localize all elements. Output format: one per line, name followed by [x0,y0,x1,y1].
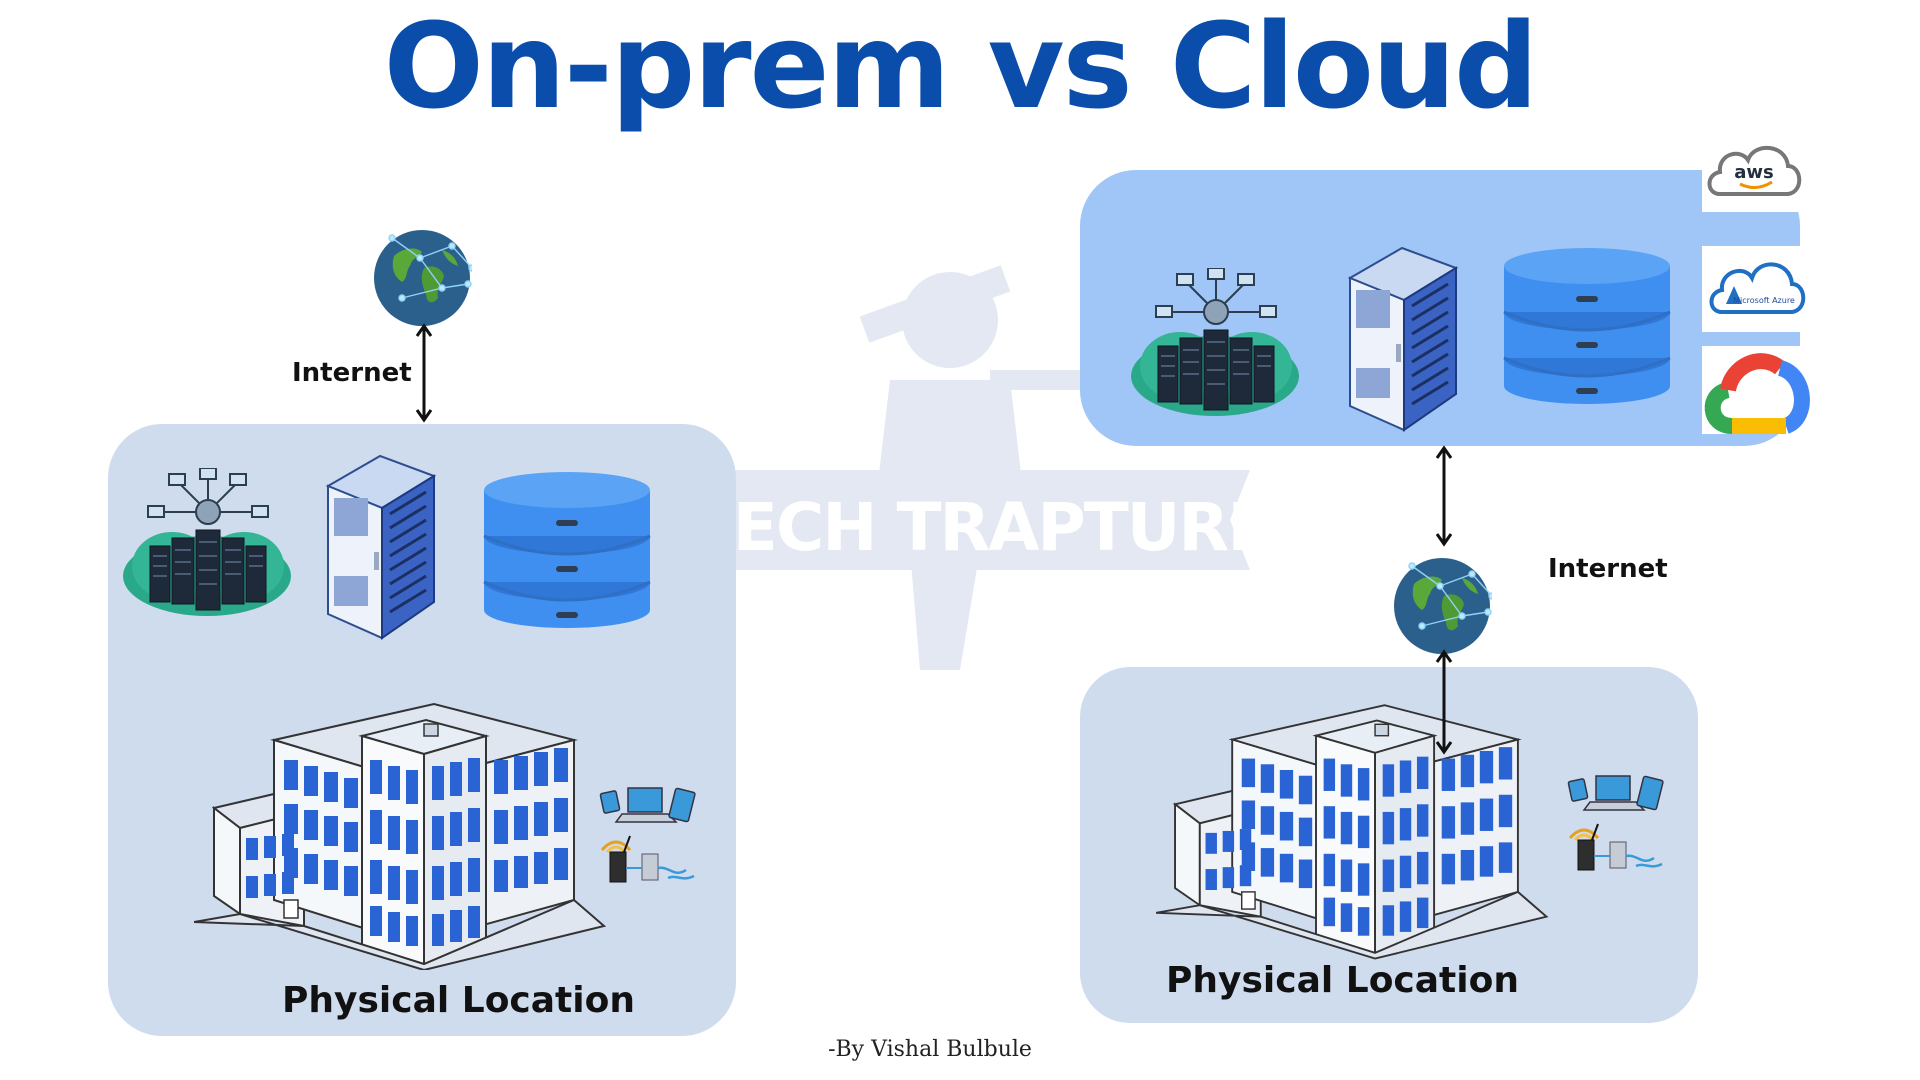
cloud-internet-arrow [1435,445,1453,547]
on-prem-internet-label: Internet [292,358,412,388]
watermark-text: TECH TRAPTURE [690,489,1271,566]
aws-tile: aws [1702,130,1812,212]
database-icon [482,470,652,630]
on-prem-globe-icon [373,229,472,327]
google-cloud-tile [1702,346,1814,434]
cloud-network-devices-icon [1566,774,1665,872]
azure-logo-icon: Microsoft Azure [1709,262,1806,314]
site-internet-arrow [1435,649,1453,755]
cloud-office-building-icon [1156,704,1548,960]
on-prem-location-label: Physical Location [282,980,635,1021]
on-prem-internet-arrow [415,323,433,423]
page-title: On-prem vs Cloud [383,0,1539,135]
azure-tile: Microsoft Azure [1702,246,1812,332]
google-cloud-logo-icon [1704,353,1810,434]
byline: -By Vishal Bulbule [828,1037,1032,1062]
server-farm-icon [122,468,292,617]
network-devices-icon [598,786,697,884]
cloud-location-label: Physical Location [1166,960,1519,1001]
cloud-rack-server-icon [1348,246,1458,432]
aws-logo-text: aws [1734,162,1774,183]
cloud-database-icon [1502,246,1672,406]
azure-logo-text: Microsoft Azure [1733,296,1795,305]
cloud-server-farm-icon [1130,268,1300,417]
rack-server-icon [326,454,436,640]
aws-logo-icon: aws [1707,145,1802,196]
cloud-internet-label: Internet [1548,554,1668,584]
office-building-icon [194,703,605,970]
